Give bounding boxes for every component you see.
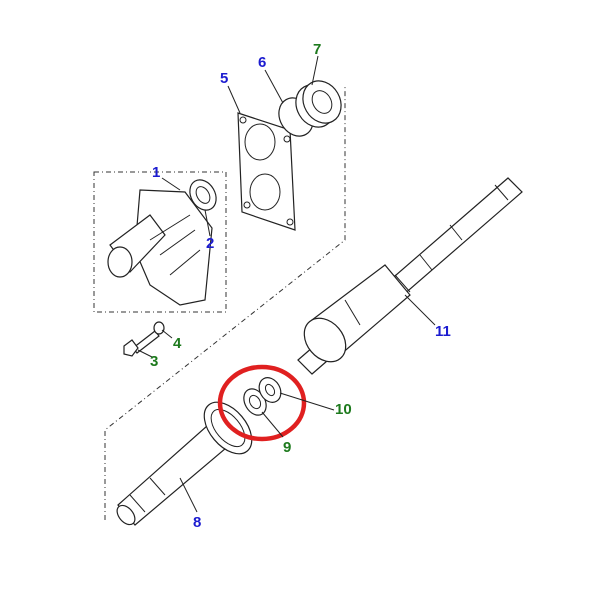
callout-11: 11: [435, 323, 451, 340]
part-2-oil-seal[interactable]: [185, 175, 222, 215]
part-11-mainshaft[interactable]: [296, 177, 523, 375]
callout-5: 5: [220, 70, 229, 87]
callout-2: 2: [206, 235, 215, 252]
assembly-boundary: [104, 85, 346, 520]
callout-1: 1: [152, 164, 161, 181]
callout-3: 3: [150, 353, 159, 370]
part-8-input-shaft[interactable]: [114, 393, 262, 527]
part-5-gasket[interactable]: [237, 112, 296, 231]
callout-10: 10: [335, 401, 352, 418]
leader-lines: [137, 55, 436, 513]
part-1-housing[interactable]: [107, 189, 213, 306]
part-4-washer[interactable]: [153, 321, 165, 335]
callout-7: 7: [313, 41, 322, 58]
part-10-thrust-washer[interactable]: [255, 374, 285, 407]
part-7-bearing[interactable]: [288, 74, 348, 134]
callout-9: 9: [283, 439, 292, 456]
callout-4: 4: [173, 335, 182, 352]
highlight-circle: [217, 364, 307, 442]
callout-6: 6: [258, 54, 267, 71]
part-1-group-box: [93, 171, 227, 313]
callout-8: 8: [193, 514, 202, 531]
part-3-bolt[interactable]: [123, 330, 160, 357]
